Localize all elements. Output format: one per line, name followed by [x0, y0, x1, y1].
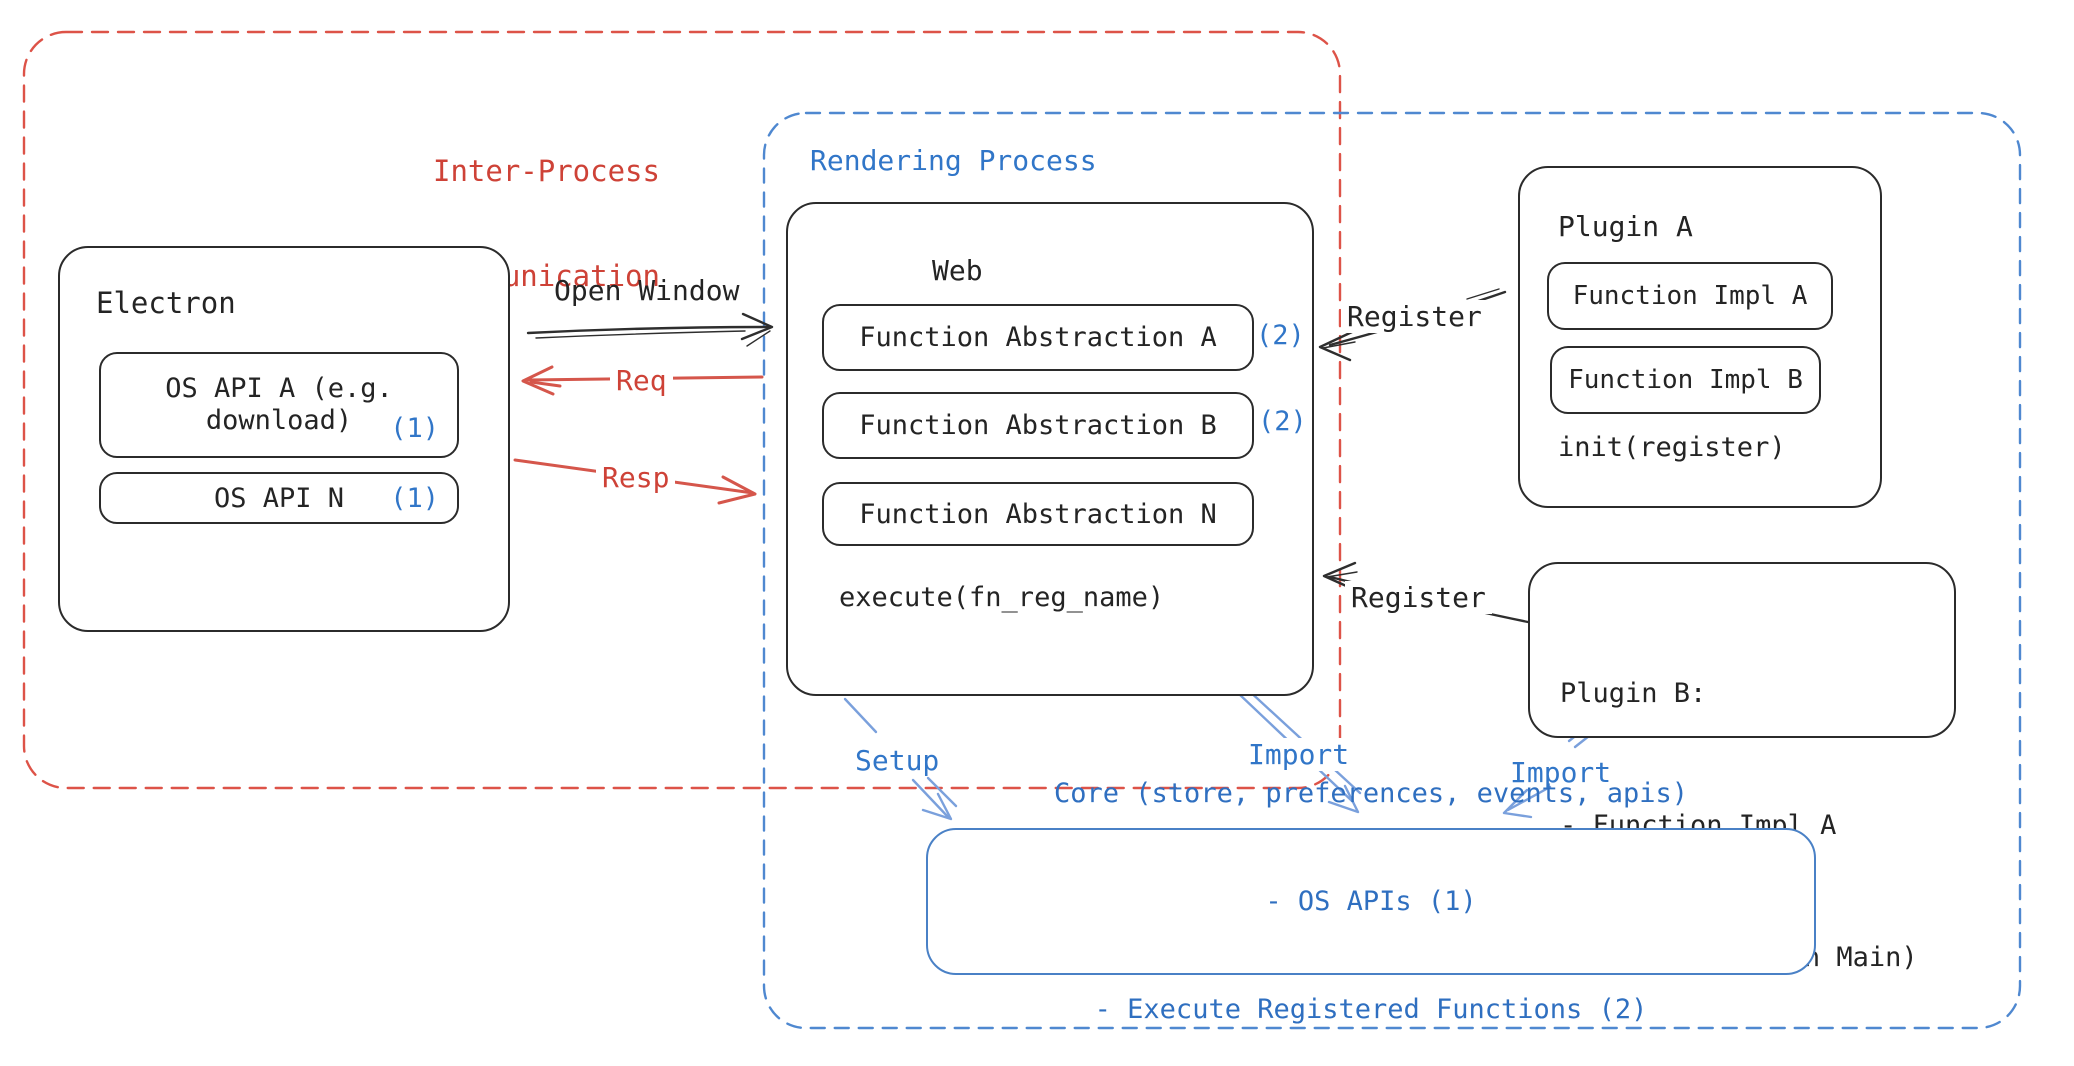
open-window-arrowhead [740, 312, 774, 341]
rendering-group-label: Rendering Process [810, 144, 1097, 177]
req-arrowhead [521, 365, 555, 396]
core-line1: Core (store, preferences, events, apis) [1054, 777, 1688, 809]
plugin-b-title: Plugin B: [1560, 678, 1707, 709]
setup-arrow-lower-line [911, 778, 951, 820]
function-abstraction-b-box: Function Abstraction B [822, 392, 1254, 459]
function-abstraction-n-box: Function Abstraction N [822, 482, 1254, 546]
function-impl-a-label: Function Impl A [1572, 281, 1808, 311]
function-abstraction-b-badge: (2) [1258, 406, 1307, 437]
register-a-arrowhead [1318, 330, 1354, 362]
setup-arrowhead [921, 792, 953, 821]
ipc-group-border [22, 30, 1342, 790]
function-impl-b-label: Function Impl B [1568, 365, 1803, 395]
plugin-a-title: Plugin A [1558, 210, 1693, 243]
register-a-label: Register [1341, 300, 1488, 333]
resp-label: Resp [596, 461, 676, 494]
setup-arrow-upper-line [843, 697, 878, 734]
req-arrowhead-extra [529, 380, 562, 388]
os-api-a-badge: (1) [390, 413, 439, 444]
open-window-arrowhead-extra [746, 330, 771, 347]
electron-title: Electron [96, 286, 236, 320]
core-content: Core (store, preferences, events, apis) … [1054, 704, 1688, 1066]
register-a-tick [1466, 288, 1500, 300]
web-box: Web Function Abstraction A (2) Function … [786, 202, 1314, 696]
core-line3: - Execute Registered Functions (2) [1094, 993, 1648, 1025]
setup-arrow [843, 697, 958, 821]
import-web-arrowhead [1327, 784, 1360, 814]
function-abstraction-n-label: Function Abstraction N [859, 498, 1217, 530]
plugin-a-box: Plugin A Function Impl A Function Impl B… [1518, 166, 1882, 508]
function-abstraction-a-label: Function Abstraction A [859, 322, 1217, 353]
register-b-arrowhead [1322, 561, 1357, 591]
open-window-arrow [526, 312, 774, 347]
setup-arrow-lower-line-double [926, 776, 958, 808]
rendering-group-border [762, 111, 2022, 1030]
core-line2: - OS APIs (1) [1265, 885, 1477, 917]
function-impl-b-box: Function Impl B [1550, 346, 1821, 414]
setup-label: Setup [855, 744, 940, 777]
open-window-label: Open Window [554, 274, 740, 307]
os-api-n-label: OS API N [213, 482, 345, 514]
function-abstraction-a-box: Function Abstraction A [822, 304, 1254, 371]
import-plugin-arrowhead [1502, 788, 1533, 819]
import-web-label: Import [1242, 738, 1356, 771]
req-label: Req [610, 364, 673, 397]
function-abstraction-b-label: Function Abstraction B [859, 410, 1217, 441]
open-window-arrow-line-double [535, 330, 746, 339]
core-box: Core (store, preferences, events, apis) … [926, 778, 1816, 1025]
import-plugin-label: Import [1510, 756, 1612, 789]
function-impl-a-box: Function Impl A [1547, 262, 1833, 330]
os-api-a-box: OS API A (e.g. download) (1) [99, 352, 459, 458]
os-api-n-badge: (1) [390, 483, 439, 514]
import-plugin-arrow-line [1506, 785, 1552, 812]
os-api-a-line1: OS API A (e.g. [165, 372, 393, 404]
function-abstraction-a-badge: (2) [1256, 320, 1305, 351]
os-api-a-line2: download) [205, 405, 353, 436]
init-register-label: init(register) [1558, 432, 1786, 463]
os-api-n-box: OS API N (1) [99, 472, 459, 524]
register-b-label: Register [1345, 581, 1492, 614]
electron-box: Electron OS API A (e.g. download) (1) OS… [58, 246, 510, 632]
execute-label: execute(fn_reg_name) [839, 582, 1165, 613]
web-title: Web [932, 254, 983, 287]
plugin-b-box: Plugin B: - Function Impl A - Module (ru… [1528, 562, 1956, 973]
open-window-arrow-line [526, 325, 770, 335]
ipc-group-label-line1: Inter-Process [433, 154, 660, 188]
resp-arrowhead [717, 475, 757, 505]
register-a-arrowhead-extra [1322, 341, 1356, 349]
register-b-arrowhead-extra [1326, 571, 1358, 578]
